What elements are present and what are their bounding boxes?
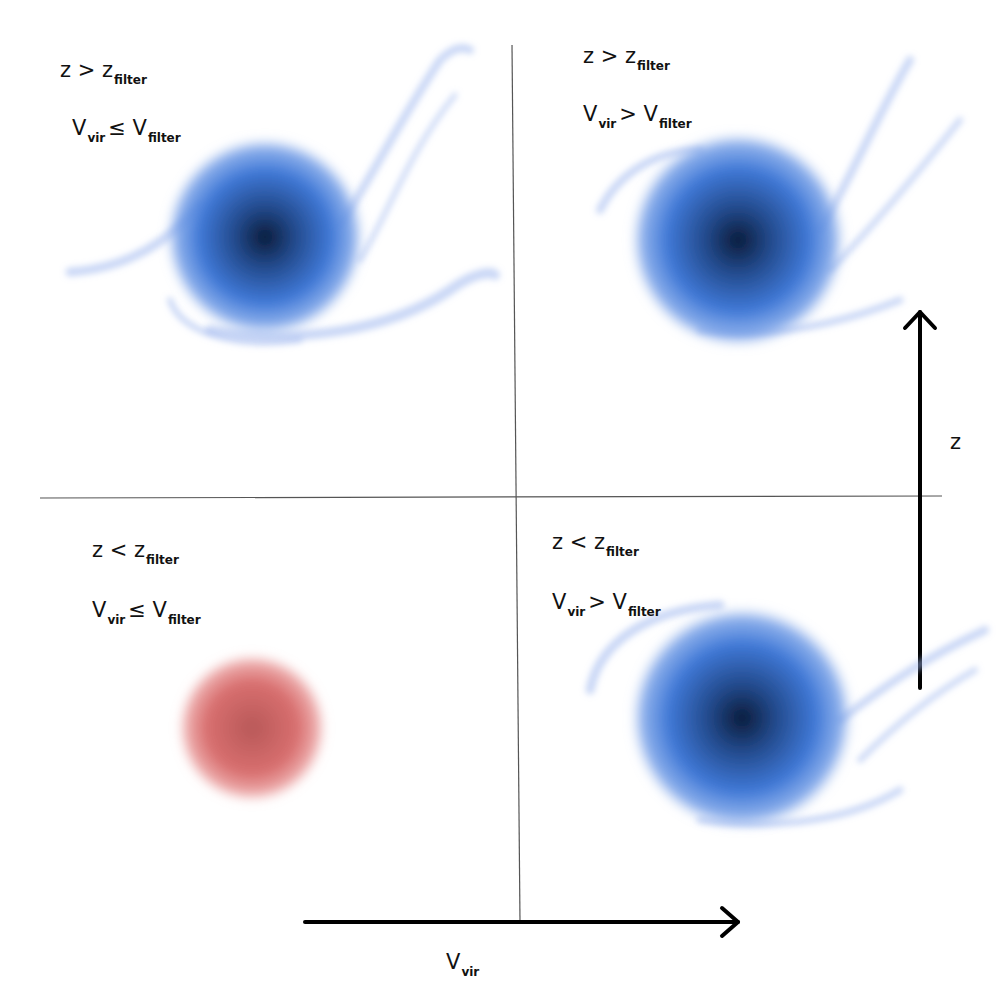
label-text: ≤ V [108, 116, 147, 140]
label-text: z < z [92, 538, 145, 562]
subscript: vir [461, 965, 479, 979]
label-text: V [446, 950, 460, 974]
quadrant-label: z < zfilter [552, 532, 642, 558]
quadrant-label: z > zfilter [60, 60, 150, 86]
quadrant-label: z > zfilter [583, 46, 673, 72]
label-text: z < z [552, 530, 605, 554]
subscript: vir [107, 613, 125, 627]
galaxy-bottom-left [177, 653, 327, 803]
quadrant-label: z [950, 432, 961, 453]
label-text: V [583, 102, 597, 126]
quadrant-label: Vvir [446, 952, 482, 978]
subscript: vir [567, 605, 585, 619]
axes [40, 45, 942, 922]
subscript: filter [637, 59, 670, 73]
label-text: > V [588, 590, 627, 614]
quadrant-label: Vvir> Vfilter [552, 592, 664, 618]
subscript: filter [168, 613, 201, 627]
label-text: z > z [583, 44, 636, 68]
quadrant-label: Vvir≤ Vfilter [92, 600, 204, 626]
subscript: filter [148, 131, 181, 145]
quadrant-label: Vvir≤ Vfilter [72, 118, 184, 144]
quadrant-label: z < zfilter [92, 540, 182, 566]
label-text: z [950, 430, 961, 454]
subscript: filter [628, 605, 661, 619]
subscript: vir [87, 131, 105, 145]
quadrant-label: Vvir> Vfilter [583, 104, 695, 130]
galaxy-top-right [600, 60, 960, 348]
label-text: > V [619, 102, 658, 126]
subscript: filter [659, 117, 692, 131]
axis-arrows [305, 312, 935, 936]
label-text: V [552, 590, 566, 614]
label-text: V [92, 598, 106, 622]
label-text: V [72, 116, 86, 140]
galaxy-bottom-right [590, 605, 985, 830]
galaxy-top-left [70, 48, 495, 343]
label-text: z > z [60, 58, 113, 82]
label-text: ≤ V [128, 598, 167, 622]
subscript: filter [146, 553, 179, 567]
subscript: filter [606, 545, 639, 559]
subscript: vir [598, 117, 616, 131]
subscript: filter [114, 73, 147, 87]
